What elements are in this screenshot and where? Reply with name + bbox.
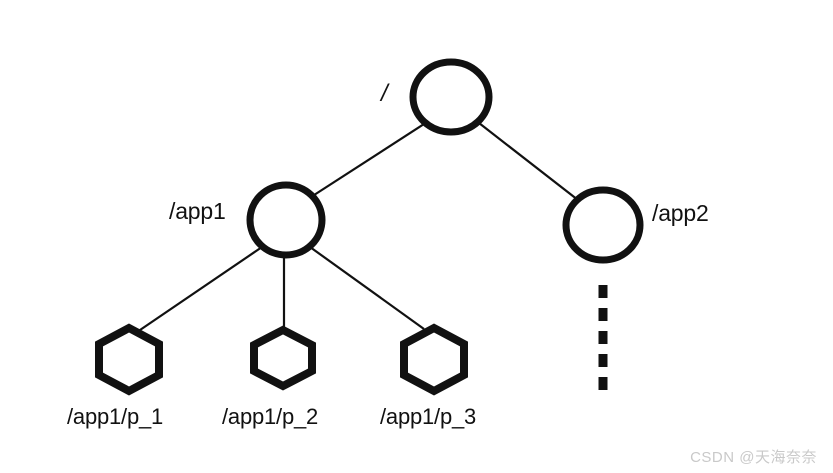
node-label-p_3: /app1/p_3	[380, 404, 477, 429]
node-p_1-hexagon[interactable]	[95, 323, 163, 396]
edge-app1-to-p_3	[309, 246, 425, 330]
node-p_3-hexagon[interactable]	[400, 323, 468, 396]
node-label-root: /	[381, 80, 388, 107]
edge-app1-to-p_1	[139, 246, 263, 331]
edge-group	[139, 122, 608, 394]
edge-root-to-app2	[478, 122, 579, 201]
node-p_2-hexagon[interactable]	[250, 325, 316, 391]
node-app2-circle[interactable]	[562, 186, 644, 264]
node-label-app1: /app1	[169, 198, 226, 224]
edge-root-to-app1	[310, 123, 425, 198]
node-label-p_2: /app1/p_2	[222, 404, 319, 429]
node-label-app2: /app2	[652, 200, 709, 226]
watermark-text: CSDN @天海奈奈	[690, 449, 817, 466]
node-label-p_1: /app1/p_1	[67, 404, 164, 429]
node-app1-circle[interactable]	[246, 181, 326, 259]
node-group	[95, 58, 644, 396]
node-root-circle[interactable]	[409, 58, 493, 136]
